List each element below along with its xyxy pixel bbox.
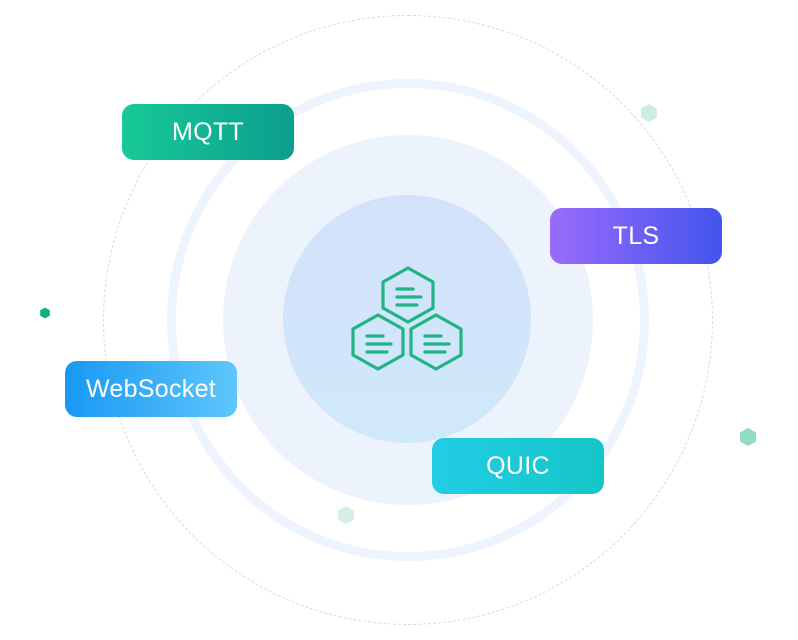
inner-core-disc: [283, 195, 531, 443]
protocol-label-mqtt: MQTT: [171, 117, 244, 146]
protocol-pill-mqtt: MQTT: [122, 104, 294, 160]
decorative-hexagon-icon: [740, 428, 756, 446]
top-hexagon-shape: [381, 266, 435, 324]
protocol-pill-quic: QUIC: [432, 438, 604, 494]
decorative-hexagon-icon: [40, 307, 50, 319]
protocol-label-quic: QUIC: [486, 451, 550, 480]
decorative-hexagon-icon: [338, 506, 354, 524]
decorative-hexagon-icon: [641, 104, 657, 122]
protocol-label-websocket: WebSocket: [85, 374, 217, 403]
stacked-hexagon-cluster-icon: [351, 266, 463, 371]
protocol-pill-websocket: WebSocket: [65, 361, 237, 417]
bottom-left-hexagon-shape: [351, 313, 405, 371]
protocol-label-tls: TLS: [612, 221, 660, 250]
bottom-right-hexagon-shape: [409, 313, 463, 371]
protocol-pill-tls: TLS: [550, 208, 722, 264]
outer-orbit-ring: [167, 79, 649, 561]
dashed-orbit-ring: [103, 15, 713, 625]
